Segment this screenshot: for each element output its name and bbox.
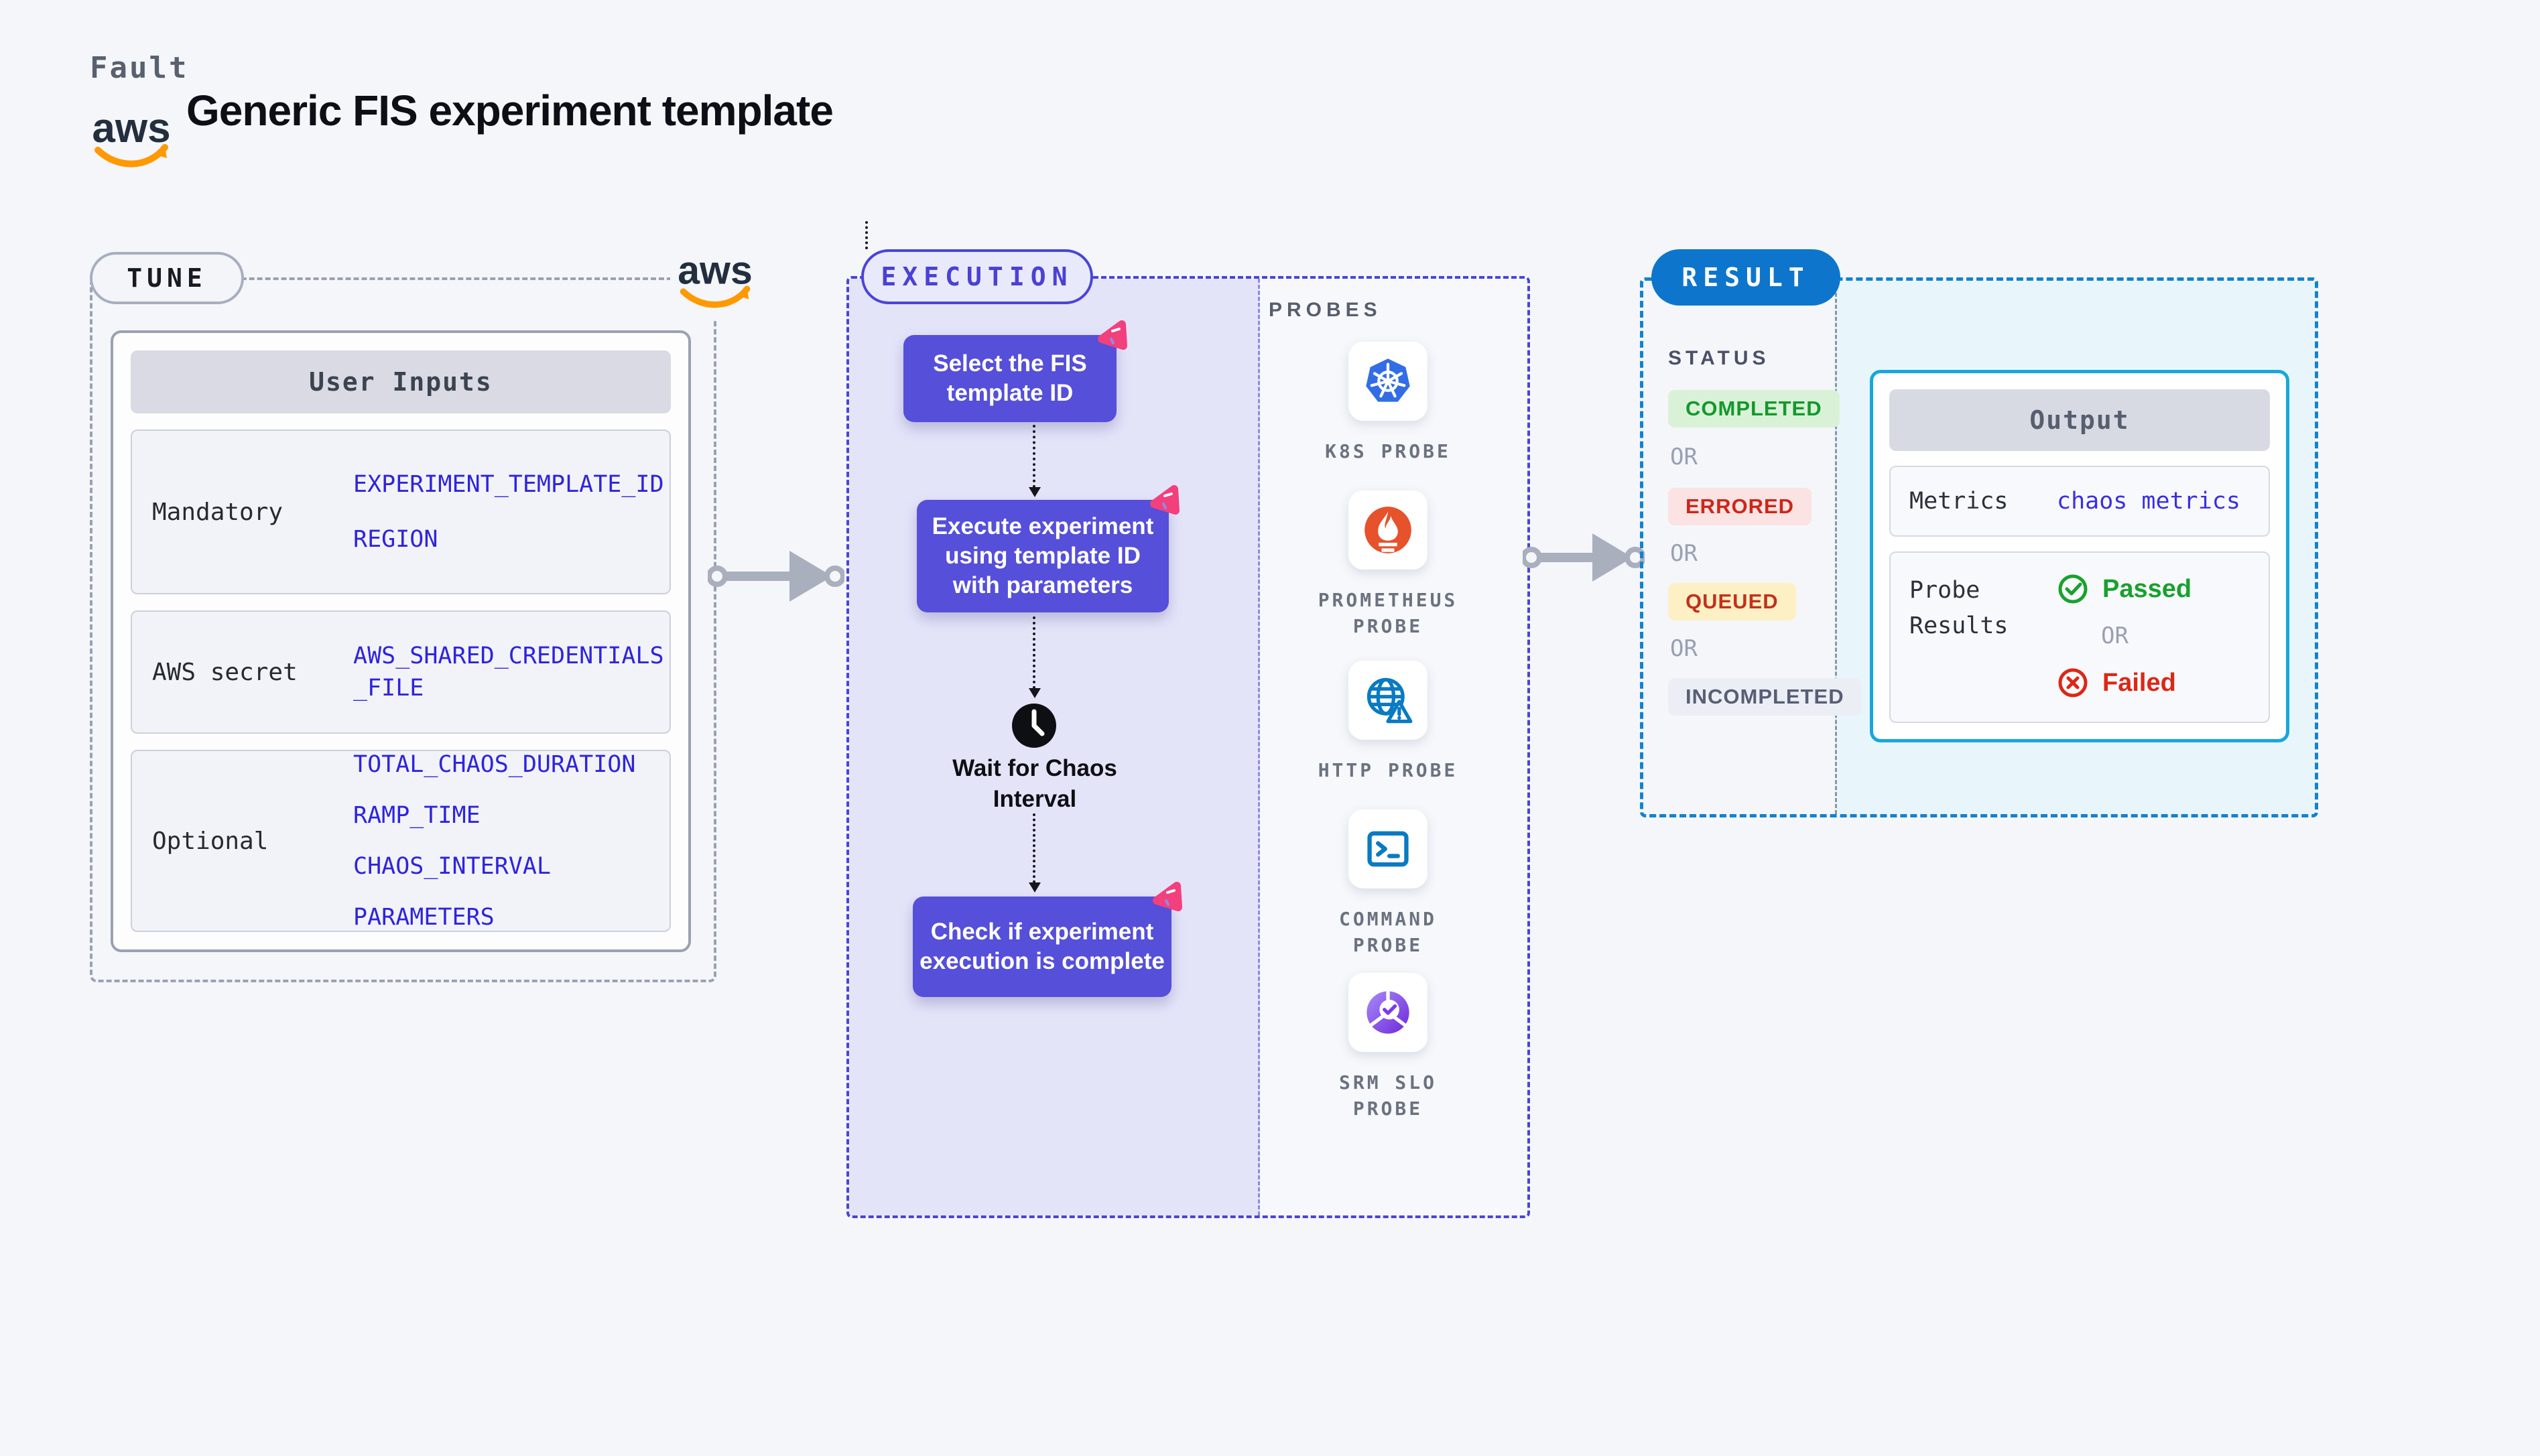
probe-label: HTTP PROBE — [1318, 759, 1458, 781]
or-separator: OR — [1670, 540, 1698, 567]
probe-label: PROMETHEUS PROBE — [1318, 589, 1458, 638]
aws-logo-icon: aws — [92, 105, 171, 168]
row-values: AWS_SHARED_CREDENTIALS _FILE — [353, 643, 664, 702]
user-inputs-header: User Inputs — [131, 350, 671, 413]
probe-srm-slo: SRM SLO PROBE — [1308, 973, 1468, 1122]
http-globe-icon — [1367, 677, 1413, 724]
check-circle-icon — [2058, 574, 2088, 604]
kubernetes-icon — [1366, 358, 1410, 402]
x-circle-icon — [2058, 668, 2088, 698]
input-value: TOTAL_CHAOS_DURATION — [353, 751, 636, 778]
row-values: EXPERIMENT_TEMPLATE_ID REGION — [353, 471, 664, 553]
input-value: _FILE — [353, 675, 424, 702]
step-execute-experiment: Execute experiment using template ID wit… — [917, 485, 1180, 612]
row-values: TOTAL_CHAOS_DURATION RAMP_TIME CHAOS_INT… — [353, 751, 635, 931]
probe-prometheus: PROMETHEUS PROBE — [1308, 490, 1468, 639]
step-select-fis-template: Select the FIS template ID — [903, 320, 1127, 422]
probe-k8s: K8S PROBE — [1308, 342, 1468, 464]
output-header: Output — [1889, 389, 2270, 451]
execution-section — [846, 276, 1530, 1218]
probe-card — [1348, 490, 1427, 570]
chaos-faults-icon — [1098, 320, 1127, 350]
probe-card — [1348, 809, 1427, 888]
status-badge-errored: ERRORED — [1668, 488, 1812, 525]
step-wait-for-chaos-interval: Wait for Chaos Interval — [930, 753, 1139, 814]
input-value: EXPERIMENT_TEMPLATE_ID — [353, 471, 664, 499]
probe-command: COMMAND PROBE — [1308, 809, 1468, 958]
step-text-line: Select the FIS — [933, 350, 1087, 377]
user-inputs-table: User Inputs Mandatory EXPERIMENT_TEMPLAT… — [111, 330, 691, 952]
command-terminal-icon — [1367, 831, 1409, 867]
chaos-faults-icon — [1153, 882, 1182, 911]
prometheus-icon — [1364, 507, 1411, 553]
step-text-line: template ID — [946, 380, 1074, 406]
row-label: AWS secret — [152, 658, 298, 686]
input-value: REGION — [353, 526, 438, 553]
step-text-line: with parameters — [952, 572, 1133, 598]
tune-section — [90, 277, 716, 982]
output-row-probe-results: Probe Results Passed OR Fai — [1889, 551, 2270, 723]
execution-entry-dotted-line — [865, 221, 868, 249]
flow-arrow-tune-to-execution — [708, 551, 844, 602]
dotted-connector — [1029, 813, 1041, 892]
step-text-line: execution is complete — [919, 948, 1165, 974]
or-separator: OR — [1670, 635, 1698, 662]
row-label: Optional — [152, 827, 269, 855]
probe-results-label: Probe Results — [1909, 577, 2009, 639]
table-row-mandatory: Mandatory EXPERIMENT_TEMPLATE_ID REGION — [131, 429, 671, 595]
step-check-execution-complete: Check if experiment execution is complet… — [913, 882, 1182, 997]
chaos-faults-icon — [1150, 485, 1180, 515]
step-text-line: using template ID — [945, 543, 1141, 570]
status-heading: STATUS — [1668, 347, 1770, 369]
aws-logo-tune: aws — [670, 241, 760, 319]
step-text-line: Wait for Chaos — [952, 755, 1117, 781]
brand-label: Fault — [90, 51, 189, 85]
input-value: AWS_SHARED_CREDENTIALS — [353, 643, 664, 670]
probes-panel — [1260, 279, 1527, 1215]
metrics-label: Metrics — [1909, 487, 2009, 515]
probe-card — [1348, 661, 1427, 740]
probes-heading: PROBES — [1269, 299, 1382, 321]
row-label: Mandatory — [152, 498, 283, 526]
dotted-connector — [1029, 425, 1041, 497]
input-value: CHAOS_INTERVAL — [353, 853, 552, 880]
output-card: Output Metrics chaos metrics Probe Resul… — [1870, 370, 2289, 742]
or-separator: OR — [2101, 622, 2129, 649]
result-pill: RESULT — [1651, 249, 1840, 306]
failed-result: Failed — [2057, 667, 2192, 699]
clock-icon — [1012, 704, 1056, 748]
probe-card — [1348, 342, 1427, 421]
aws-logo-icon: aws — [678, 249, 753, 308]
srm-slo-icon — [1367, 991, 1409, 1034]
output-row-metrics: Metrics chaos metrics — [1889, 466, 2270, 537]
flow-arrow-execution-to-result — [1523, 533, 1645, 582]
step-text-line: Interval — [993, 785, 1077, 812]
status-badge-incompleted: INCOMPLETED — [1668, 678, 1862, 716]
input-value: PARAMETERS — [353, 904, 495, 931]
table-row-optional: Optional TOTAL_CHAOS_DURATION RAMP_TIME … — [131, 750, 671, 932]
svg-text:aws: aws — [92, 105, 170, 151]
status-badge-completed: COMPLETED — [1668, 390, 1840, 427]
execution-pill: EXECUTION — [861, 249, 1093, 304]
probe-results-values: Passed OR Failed — [2057, 573, 2192, 699]
probe-http: HTTP PROBE — [1308, 661, 1468, 783]
step-text-line: Execute experiment — [932, 513, 1154, 540]
page-title: Generic FIS experiment template — [186, 86, 834, 135]
dotted-connector — [1029, 616, 1041, 698]
svg-text:aws: aws — [678, 249, 753, 293]
table-row-aws-secret: AWS secret AWS_SHARED_CREDENTIALS _FILE — [131, 610, 671, 734]
tune-pill: TUNE — [90, 252, 244, 304]
status-badge-queued: QUEUED — [1668, 583, 1796, 620]
or-separator: OR — [1670, 444, 1698, 470]
step-text-line: Check if experiment — [930, 919, 1154, 945]
passed-result: Passed — [2057, 573, 2192, 605]
execution-steps-panel — [849, 279, 1260, 1215]
probe-card — [1348, 973, 1427, 1052]
probe-label: K8S PROBE — [1325, 440, 1451, 462]
probe-label: SRM SLO PROBE — [1338, 1071, 1437, 1120]
aws-logo: aws — [87, 101, 176, 176]
metrics-value: chaos metrics — [2057, 488, 2240, 515]
input-value: RAMP_TIME — [353, 802, 481, 829]
probe-label: COMMAND PROBE — [1338, 908, 1437, 957]
